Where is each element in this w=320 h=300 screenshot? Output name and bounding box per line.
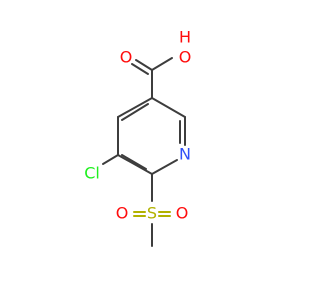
bond-c6-c5 bbox=[117, 154, 153, 175]
bond-carboxyl-oh bbox=[151, 57, 173, 71]
bond-c6-c5-inner bbox=[121, 154, 147, 170]
bond-c3-c2 bbox=[151, 97, 186, 118]
hydrogen-hydroxyl-label: H bbox=[179, 28, 191, 47]
oxygen-carbonyl-label: O bbox=[120, 48, 133, 67]
oxygen-sulfonyl-left-label: O bbox=[116, 204, 129, 223]
atom-label-group: H O O N Cl S O O bbox=[84, 28, 191, 223]
bond-n-c6 bbox=[151, 159, 178, 175]
bond-c4-c3 bbox=[117, 97, 153, 118]
chemical-structure-diagram: H O O N Cl S O O bbox=[84, 28, 191, 247]
oxygen-sulfonyl-right-label: O bbox=[176, 204, 189, 223]
oxygen-hydroxyl-label: O bbox=[179, 48, 192, 67]
sulfur-label: S bbox=[147, 204, 157, 223]
bond-c5-cl bbox=[102, 154, 119, 165]
bond-carboxyl-o bbox=[135, 59, 153, 71]
nitrogen-ring-label: N bbox=[179, 145, 191, 164]
bond-c4-c3-inner bbox=[121, 103, 149, 121]
chlorine-label: Cl bbox=[84, 164, 100, 183]
bond-carboxyl-o-inner bbox=[131, 63, 149, 75]
bond-group bbox=[102, 57, 186, 247]
